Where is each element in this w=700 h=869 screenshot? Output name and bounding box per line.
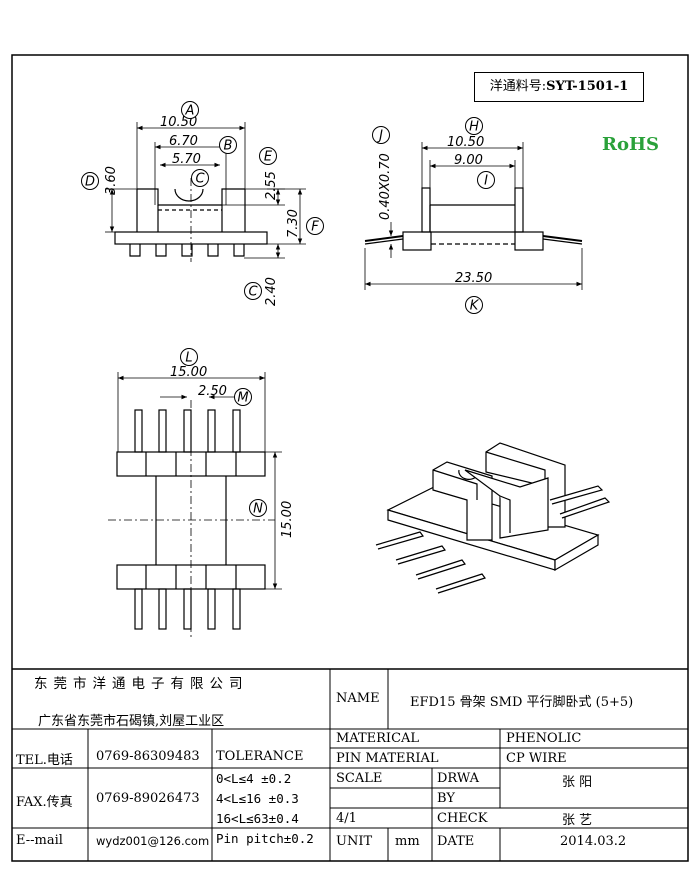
balloon-circle [372,126,390,144]
balloon-circle [465,117,483,135]
rohs-mark: RoHS [602,134,659,155]
drawn-label-by: BY [437,791,455,806]
part-number-box: 洋通料号:SYT-1501-1 [474,72,644,102]
email-value: wydz001@126.com [96,834,210,848]
dim-b-value: 6.70 [169,134,198,149]
balloon-letter: M [237,391,248,406]
balloon-circle [465,296,483,314]
tolerance-row: 4<L≤16 ±0.3 [216,791,299,806]
tolerance-row: 16<L≤63±0.4 [216,811,299,826]
tolerance-row: Pin pitch±0.2 [216,831,314,846]
company-name: 东莞市洋通电子有限公司 [34,676,249,692]
part-number-value: SYT-1501-1 [546,79,629,94]
dim-j-value: 0.40X0.70 [378,153,393,220]
drawn-label: DRWA [437,771,480,786]
dim-f-value: 7.30 [286,209,301,238]
dim-i-value: 9.00 [454,153,483,168]
title-block [12,669,688,861]
balloon-letter: N [253,502,263,517]
date-label: DATE [437,834,475,849]
balloon-circle [234,388,252,406]
check-label: CHECK [437,811,488,826]
unit-value: mm [395,834,420,849]
dimension-labels: 10.50 6.70 5.70 3.60 2.55 7.30 2.40 10.5… [104,115,492,538]
dim-d-value: 3.60 [104,166,119,195]
unit-label: UNIT [336,834,373,849]
name-value: EFD15 骨架 SMD 平行脚卧式 (5+5) [410,695,634,710]
pin-material-label: PIN MATERIAL [336,751,439,766]
material-value: PHENOLIC [506,731,582,746]
isometric-view [375,442,611,594]
dim-h-value: 10.50 [447,135,484,150]
tolerance-label: TOLERANCE [216,749,304,764]
material-label: MATERICAL [336,731,420,746]
balloon-circle [249,499,267,517]
pin-material-value: CP WIRE [506,751,567,766]
balloon-letter: C [195,172,205,187]
drawn-value: 张 阳 [562,775,593,790]
balloon-circle [244,282,262,300]
balloon-letter: C [248,285,258,300]
dim-c2-value: 2.40 [264,277,279,306]
balloon-letter: I [484,174,488,189]
fax-value: 0769-89026473 [96,791,200,806]
email-label: E--mail [16,833,63,848]
name-label: NAME [336,691,380,706]
balloon-letter: E [264,150,273,165]
balloon-circle [219,136,237,154]
balloon-circle [180,348,198,366]
balloon-circle [191,169,209,187]
dim-m-value: 2.50 [198,384,227,399]
dim-e-value: 2.55 [264,171,279,200]
balloon-letter: H [469,120,479,135]
side-view [364,187,583,251]
dim-c-value: 5.70 [172,152,201,167]
reference-balloons: A B C D E F C H I J K L M N [81,101,495,517]
balloon-letter: B [224,139,233,154]
balloon-letter: K [470,299,480,314]
tel-value: 0769-86309483 [96,749,200,764]
balloon-letter: A [185,104,195,119]
tolerance-row: 0<L≤4 ±0.2 [216,771,292,786]
tel-label: TEL.电话 [16,753,73,768]
fax-label: FAX.传真 [16,795,73,810]
dim-n-value: 15.00 [280,501,295,538]
scale-label: SCALE [336,771,383,786]
plan-view [108,400,275,640]
dim-k-value: 23.50 [455,271,492,286]
part-number-label: 洋通料号: [489,79,547,94]
balloon-letter: J [376,129,383,144]
dim-l-value: 15.00 [170,365,207,380]
balloon-circle [181,101,199,119]
balloon-circle [477,171,495,189]
balloon-letter: F [311,220,319,235]
balloon-letter: L [185,351,192,366]
scale-value: 4/1 [336,811,357,826]
company-address: 广东省东莞市石碣镇,刘屋工业区 [38,714,225,729]
front-view [114,178,268,262]
balloon-letter: D [85,175,95,190]
date-value: 2014.03.2 [560,834,627,849]
balloon-circle [306,217,324,235]
balloon-circle [259,147,277,165]
sheet-border [11,54,689,862]
check-value: 张 艺 [562,813,593,828]
balloon-circle [81,172,99,190]
